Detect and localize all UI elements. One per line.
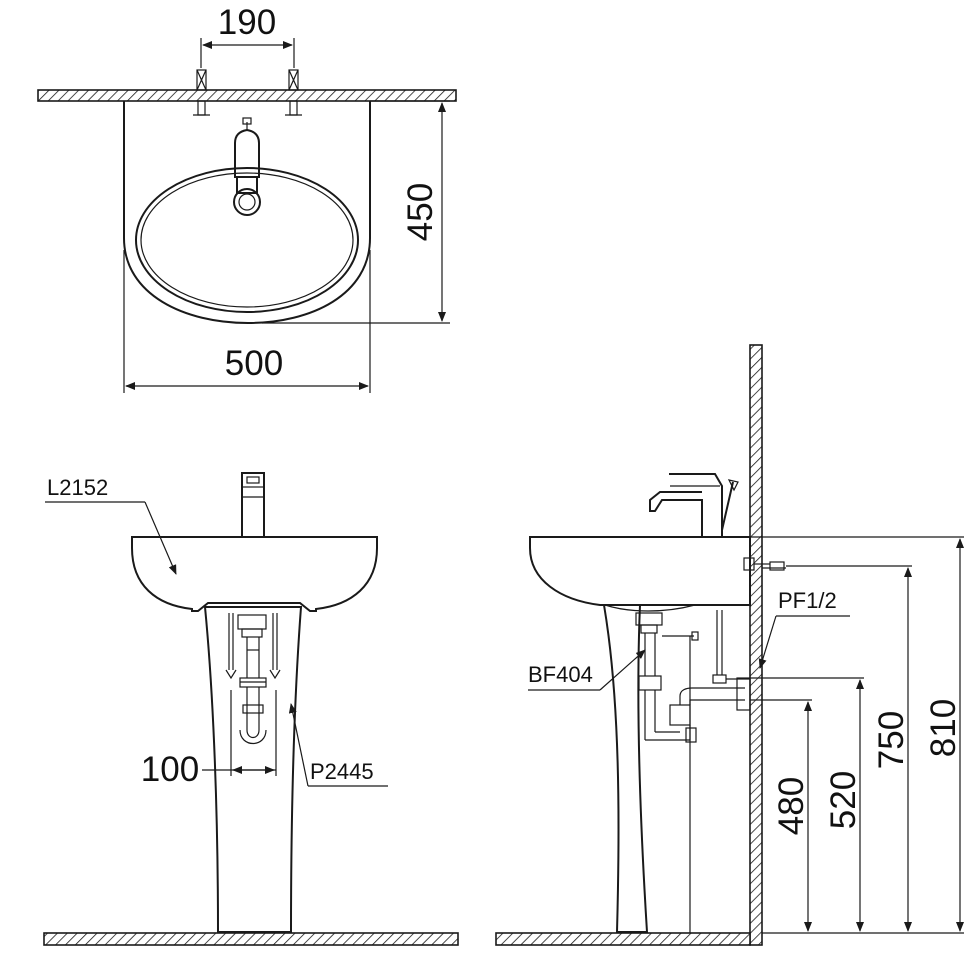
pedestal-callout: P2445 xyxy=(288,703,388,787)
dimension-waste-height: 480 xyxy=(750,699,812,932)
side-floor xyxy=(495,932,751,946)
right-supply-peg xyxy=(285,69,302,116)
dim-waste-height-text: 480 xyxy=(772,777,811,835)
basin-bowl-inner xyxy=(140,172,354,308)
dimension-supply-height: 520 xyxy=(750,677,864,932)
top-wall xyxy=(37,89,457,102)
faucet-front-view xyxy=(241,472,265,538)
dim-pipe-spacing-text: 100 xyxy=(141,750,199,789)
front-view: 100 L2152 P2445 xyxy=(43,472,459,946)
dim-tap-height-text: 750 xyxy=(872,711,911,769)
dim-depth-text: 450 xyxy=(401,183,440,241)
side-supply-pipework xyxy=(712,557,786,684)
dim-supply-height-text: 520 xyxy=(824,771,863,829)
dimension-width: 500 xyxy=(123,250,371,393)
basin-side xyxy=(529,536,751,606)
dim-basin-height-text: 810 xyxy=(924,699,963,757)
basin-outline-top xyxy=(123,101,371,325)
top-view: 190 450 500 xyxy=(37,3,457,393)
side-view: BF404 PF1/2 480 520 750 810 xyxy=(495,344,964,946)
basin-model-label: L2152 xyxy=(47,475,108,500)
dimension-pipe-spacing: 100 xyxy=(141,690,277,789)
dimension-tap-spacing: 190 xyxy=(200,3,295,68)
basin-bowl-outer xyxy=(135,167,359,313)
pedestal-model-label: P2445 xyxy=(310,759,374,784)
basin-callout: L2152 xyxy=(45,475,177,575)
basin-front xyxy=(131,536,378,612)
side-waste-pipework xyxy=(635,612,751,933)
dimension-basin-height: 810 xyxy=(750,536,964,932)
front-floor xyxy=(43,932,459,946)
left-supply-peg xyxy=(193,69,210,116)
dimension-tap-height: 750 xyxy=(786,565,912,932)
waste-callout: BF404 xyxy=(528,649,646,691)
dimension-depth: 450 xyxy=(262,100,450,324)
faucet-top-view xyxy=(233,117,261,216)
dim-width-text: 500 xyxy=(225,344,283,383)
supply-callout: PF1/2 xyxy=(758,588,850,669)
front-waste-pipework xyxy=(237,614,267,745)
faucet-side-view xyxy=(649,473,739,538)
supply-model-label: PF1/2 xyxy=(778,588,837,613)
waste-model-label: BF404 xyxy=(528,662,593,687)
dim-tap-spacing-text: 190 xyxy=(218,3,276,42)
front-supply-lines xyxy=(225,613,281,680)
side-wall xyxy=(749,344,763,946)
